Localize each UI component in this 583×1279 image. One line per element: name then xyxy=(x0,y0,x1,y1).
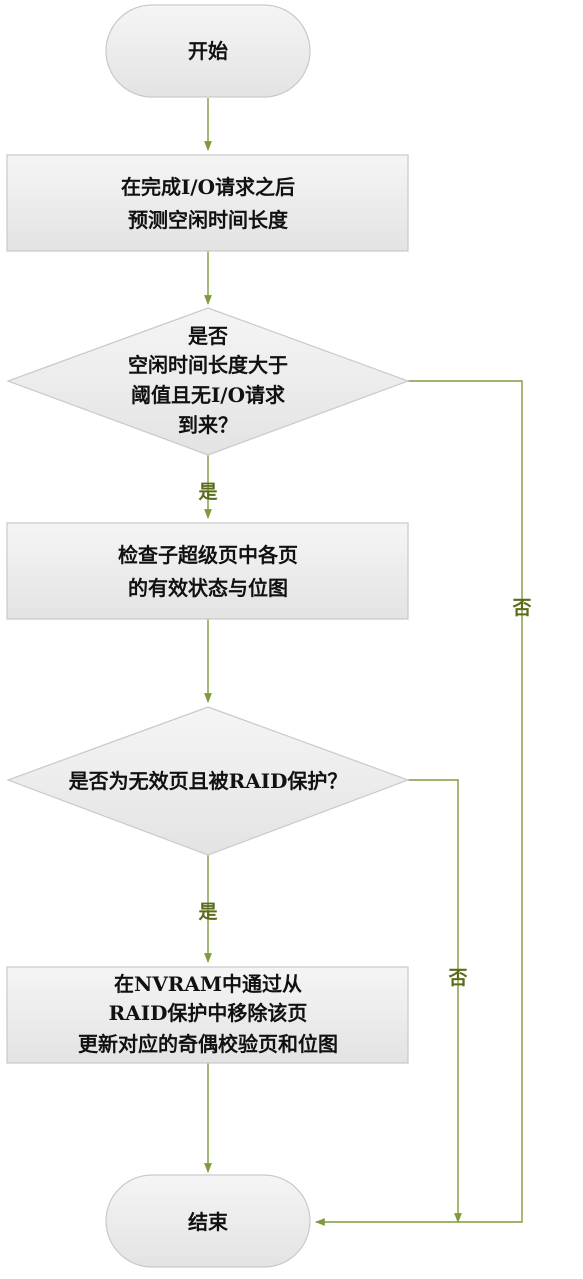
invalid-no-label: 否 xyxy=(447,967,467,989)
update-parity-line-2: RAID保护中移除该页 xyxy=(109,1001,308,1025)
predict-label-line-2: 预测空闲时间长度 xyxy=(128,208,289,232)
invalid-decision-label: 是否为无效页且被RAID保护？ xyxy=(68,769,348,793)
idle-no-label: 否 xyxy=(511,597,531,619)
predict-idle-process: 在完成I/O请求之后 预测空闲时间长度 xyxy=(6,154,409,252)
end-node: 结束 xyxy=(105,1174,311,1268)
start-node: 开始 xyxy=(105,4,311,98)
check-pages-line-1: 检查子超级页中各页 xyxy=(118,543,298,567)
idle-yes-label: 是 xyxy=(198,481,217,503)
edges xyxy=(204,98,523,1226)
idle-decision-line-4: 到来？ xyxy=(178,413,238,437)
invalid-page-decision: 是否为无效页且被RAID保护？ xyxy=(6,706,410,856)
check-pages-line-2: 的有效状态与位图 xyxy=(128,576,288,600)
idle-decision-line-3: 阈值且无I/O请求 xyxy=(131,383,286,407)
update-parity-line-1: 在NVRAM中通过从 xyxy=(114,972,302,996)
invalid-yes-label: 是 xyxy=(198,901,217,923)
predict-label-line-1: 在完成I/O请求之后 xyxy=(121,175,295,199)
idle-decision-line-2: 空闲时间长度大于 xyxy=(128,353,288,377)
update-parity-line-3: 更新对应的奇偶校验页和位图 xyxy=(78,1032,338,1056)
end-label: 结束 xyxy=(188,1210,229,1234)
idle-threshold-decision: 是否 空闲时间长度大于 阈值且无I/O请求 到来？ xyxy=(6,307,410,456)
edge-decision-invalid-no xyxy=(408,779,462,1223)
idle-decision-line-1: 是否 xyxy=(187,324,228,348)
check-pages-process: 检查子超级页中各页 的有效状态与位图 xyxy=(6,522,409,620)
edge-decision-idle-no xyxy=(315,380,523,1226)
update-parity-process: 在NVRAM中通过从 RAID保护中移除该页 更新对应的奇偶校验页和位图 xyxy=(6,966,409,1064)
start-label: 开始 xyxy=(188,39,228,63)
